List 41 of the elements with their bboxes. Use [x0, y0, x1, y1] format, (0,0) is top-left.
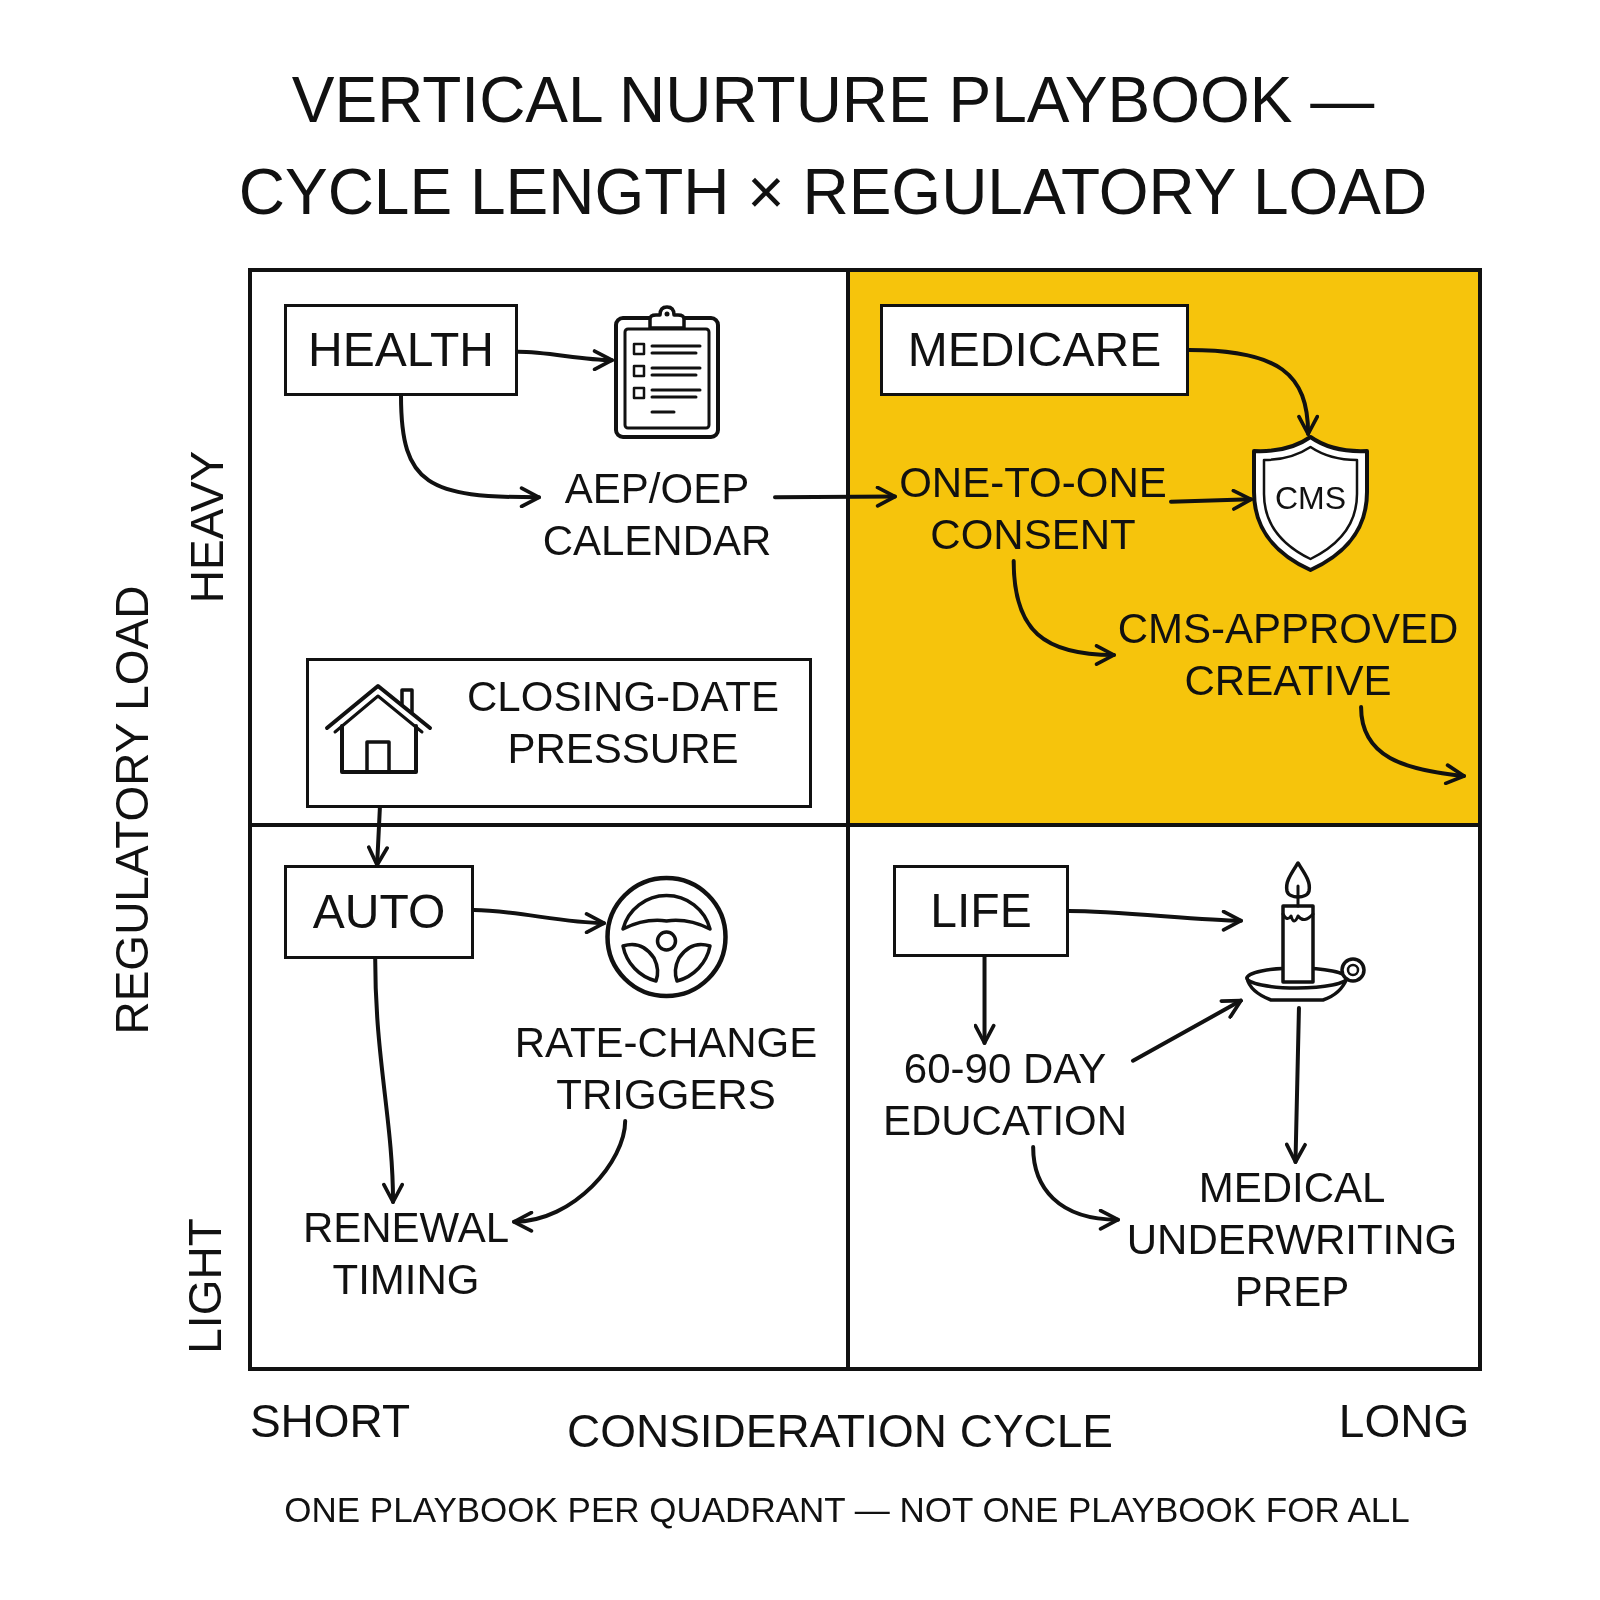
category-box: MEDICARE — [880, 304, 1189, 396]
arrow — [1067, 909, 1243, 932]
arrow — [1131, 998, 1243, 1063]
step-label: 60-90 DAY EDUCATION — [877, 1043, 1133, 1147]
category-box: LIFE — [893, 865, 1069, 957]
axis-end-label: HEAVY — [184, 450, 230, 604]
title: VERTICAL NURTURE PLAYBOOK — CYCLE LENGTH × REGULATORY LOAD — [237, 63, 1429, 230]
step-label: AEP/OEP CALENDAR — [539, 463, 775, 567]
step-label: RATE-CHANGE TRIGGERS — [509, 1017, 823, 1121]
steering-wheel-icon — [604, 874, 729, 1000]
axis-end-label: LONG — [1338, 1398, 1470, 1444]
process-box — [306, 658, 812, 808]
arrow — [373, 957, 404, 1204]
arrow — [973, 955, 996, 1045]
arrow — [1169, 488, 1253, 511]
shield — [1251, 434, 1370, 573]
arrow — [1359, 705, 1466, 785]
arrow — [366, 806, 389, 867]
arrow — [1011, 559, 1116, 666]
step-label: RENEWAL TIMING — [298, 1202, 514, 1306]
arrow — [1284, 1006, 1307, 1164]
step-label: ONE-TO-ONE CONSENT — [895, 457, 1171, 561]
arrow — [512, 1119, 628, 1232]
step-label: MEDICAL UNDERWRITING PREP — [1118, 1162, 1466, 1318]
arrow — [1031, 1145, 1120, 1230]
arrow — [1187, 348, 1319, 436]
category-box: HEALTH — [284, 304, 518, 396]
axis-title: CONSIDERATION CYCLE — [566, 1408, 1114, 1454]
axis-end-label: SHORT — [249, 1398, 411, 1444]
axis-end-label: LIGHT — [182, 1218, 228, 1354]
step-label: CMS-APPROVED CREATIVE — [1114, 603, 1462, 707]
process-label: CLOSING-DATE PRESSURE — [466, 672, 780, 774]
arrow — [773, 485, 897, 508]
category-box: AUTO — [284, 865, 474, 959]
arrow — [516, 348, 614, 371]
arrow — [472, 908, 606, 934]
caption: ONE PLAYBOOK PER QUADRANT — NOT ONE PLAYBOOK FOR ALL — [284, 1491, 1410, 1527]
clipboard-icon — [612, 304, 722, 441]
axis-title: REGULATORY LOAD — [109, 585, 155, 1035]
arrow — [399, 394, 541, 509]
shield-label: CMS — [1274, 482, 1347, 514]
